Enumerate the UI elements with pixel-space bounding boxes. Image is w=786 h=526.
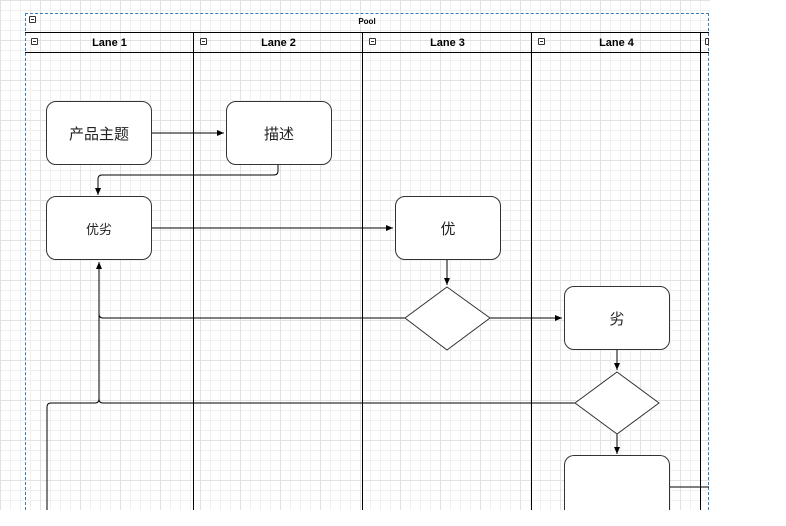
lane-4-title: Lane 4 <box>599 37 634 49</box>
node-product-topic[interactable]: 产品主题 <box>46 101 152 165</box>
edge-left-loop <box>46 398 100 510</box>
node-description[interactable]: 描述 <box>226 101 332 165</box>
lane-2-collapse-icon[interactable] <box>200 38 207 45</box>
lane-1-header[interactable]: Lane 1 <box>25 33 194 53</box>
node-description-label: 描述 <box>263 125 294 143</box>
edge-decision1-loop <box>96 262 405 319</box>
pool-title: Pool <box>358 17 376 26</box>
decision-diamond-1 <box>404 286 491 351</box>
lane-2-title: Lane 2 <box>261 37 296 49</box>
node-pros-cons-label: 优劣 <box>85 221 112 237</box>
lane-2-header[interactable]: Lane 2 <box>194 33 363 53</box>
node-cons[interactable]: 劣 <box>564 286 670 350</box>
node-pros[interactable]: 优 <box>395 196 501 260</box>
node-cons-label: 劣 <box>609 310 625 328</box>
pool-header[interactable]: Pool <box>25 13 709 33</box>
node-pros-label: 优 <box>440 220 456 238</box>
pool-container[interactable] <box>25 13 709 510</box>
lane-divider-4 <box>700 33 701 510</box>
node-product-topic-label: 产品主题 <box>68 125 129 143</box>
lane-1-collapse-icon[interactable] <box>31 38 38 45</box>
lane-4-collapse-icon[interactable] <box>538 38 545 45</box>
lane-divider-3 <box>531 33 532 510</box>
lane-3-title: Lane 3 <box>430 37 465 49</box>
lane-4-header[interactable]: Lane 4 <box>532 33 701 53</box>
lane-3-header[interactable]: Lane 3 <box>363 33 532 53</box>
node-pros-cons[interactable]: 优劣 <box>46 196 152 260</box>
lane-divider-2 <box>362 33 363 510</box>
lane-divider-1 <box>193 33 194 510</box>
lane-5-header-partial[interactable] <box>701 33 709 53</box>
lane-5-collapse-icon[interactable] <box>705 38 709 45</box>
edge-decision2-loop <box>98 262 575 404</box>
edge-desc-to-proscons <box>95 165 279 195</box>
lane-3-collapse-icon[interactable] <box>369 38 376 45</box>
node-end-box[interactable] <box>564 455 670 510</box>
decision-diamond-2 <box>574 371 660 435</box>
lane-1-title: Lane 1 <box>92 37 127 49</box>
pool-collapse-icon[interactable] <box>29 16 36 23</box>
